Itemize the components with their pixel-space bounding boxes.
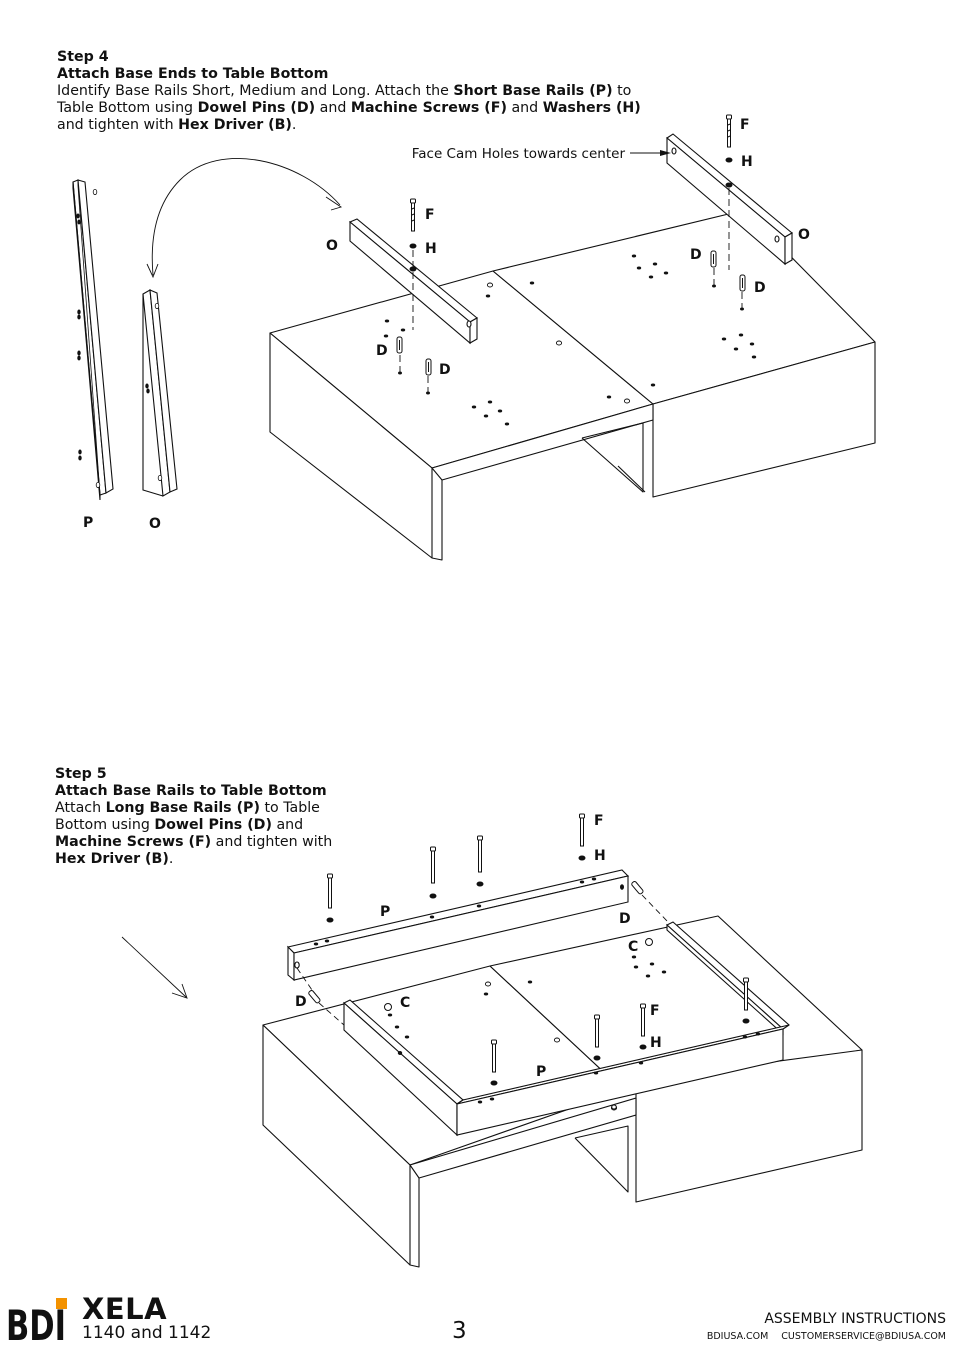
email-link[interactable]: CUSTOMERSERVICE@BDIUSA.COM [781,1331,946,1342]
step-4-number: Step 4 [57,49,109,65]
label-f: F [650,1003,660,1019]
step-4-instructions: Step 4 Attach Base Ends to Table Bottom … [57,49,657,134]
step-4-body: Identify Base Rails Short, Medium and Lo… [57,83,641,133]
label-f: F [425,207,435,223]
step-5-body: Attach Long Base Rails (P) to Table Bott… [55,800,333,867]
label-d: D [376,343,388,359]
label-c: C [400,995,410,1011]
label-d: D [619,911,631,927]
label-o: O [149,516,161,532]
svg-text:BDI: BDI [6,1301,66,1342]
label-h: H [425,241,437,257]
screw-f-right [725,114,733,188]
label-f: F [594,813,604,829]
document-type: ASSEMBLY INSTRUCTIONS [764,1311,946,1327]
move-arrow [151,158,341,276]
bdi-logo: BDI [6,1298,67,1342]
step-5-number: Step 5 [55,766,107,782]
label-p: P [380,904,390,920]
screws-f-step5 [326,813,750,1086]
label-p: P [536,1064,546,1080]
website-link[interactable]: BDIUSA.COM [706,1331,769,1342]
dowel-pin-d-group [396,250,746,395]
label-h: H [741,154,753,170]
step-5-instructions: Step 5 Attach Base Rails to Table Bottom… [55,766,345,868]
label-d: D [295,994,307,1010]
direction-arrow [121,936,187,998]
label-d: D [439,362,451,378]
table-right-side [652,341,876,498]
step-4-title: Attach Base Ends to Table Bottom [57,66,329,82]
label-f: F [740,117,750,133]
label-d: D [690,247,702,263]
label-d: D [754,280,766,296]
label-h: H [594,848,606,864]
footer-contact: BDIUSA.COM CUSTOMERSERVICE@BDIUSA.COM [707,1331,946,1342]
label-o: O [326,238,338,254]
label-p: P [83,515,93,531]
page-number: 3 [452,1318,467,1344]
label-h: H [650,1035,662,1051]
product-name: XELA [82,1292,168,1326]
logo-accent-square [56,1298,67,1309]
label-c: C [628,939,638,955]
product-models: 1140 and 1142 [82,1323,212,1343]
label-o: O [798,227,810,243]
table-front-edge [431,403,654,481]
callout-face-cam-holes: Face Cam Holes towards center [412,146,626,162]
step-5-title: Attach Base Rails to Table Bottom [55,783,327,799]
screw-f-left [409,198,417,272]
